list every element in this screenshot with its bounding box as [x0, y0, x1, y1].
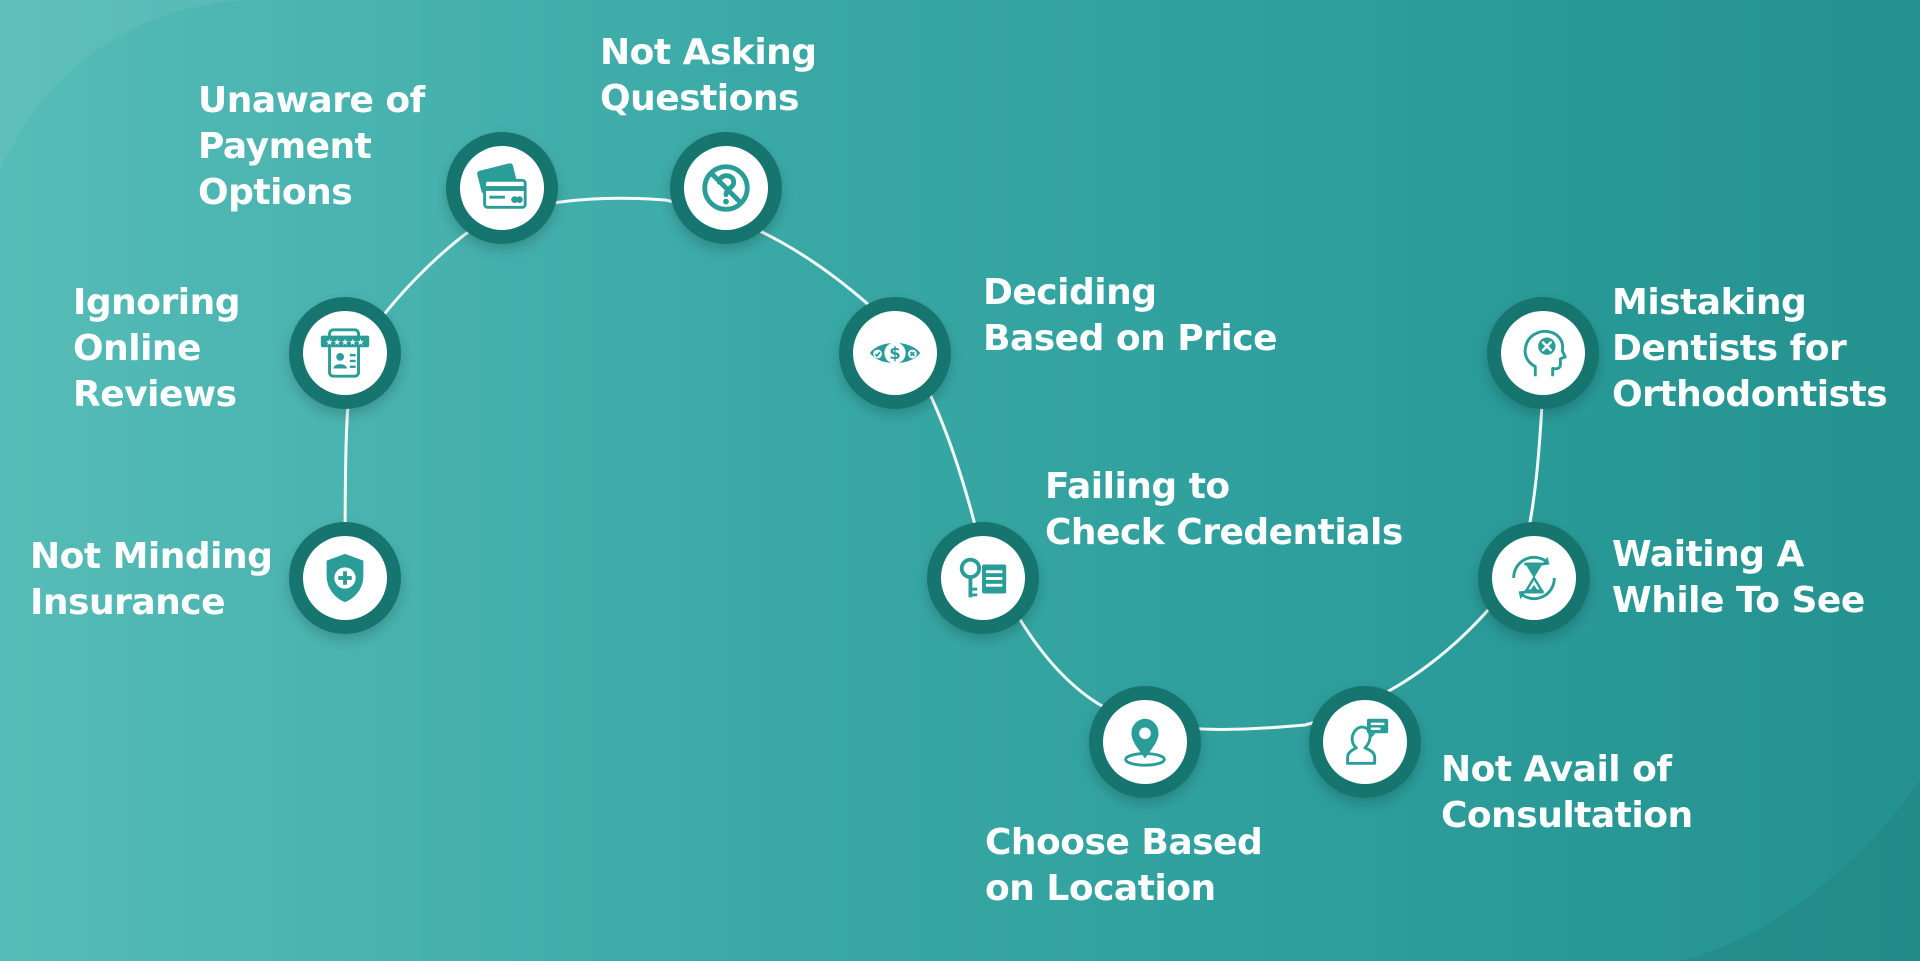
svg-text:★★★★★: ★★★★★	[326, 338, 365, 348]
label-price: Deciding Based on Price	[983, 272, 1278, 359]
node-price: $	[839, 297, 951, 409]
node-mistaking	[1487, 297, 1599, 409]
shield-plus-icon	[326, 553, 364, 603]
label-insurance: Not Minding Insurance	[30, 536, 273, 623]
label-payment: Unaware of Payment Options	[198, 80, 425, 213]
node-waiting	[1478, 522, 1590, 634]
key-document-icon	[959, 557, 1007, 598]
head-x-icon	[1523, 329, 1567, 377]
node-credentials	[927, 522, 1039, 634]
label-location: Choose Based on Location	[985, 822, 1263, 909]
label-mistaking: Mistaking Dentists for Orthodontists	[1612, 282, 1888, 415]
node-consultation	[1309, 686, 1421, 798]
node-questions	[670, 132, 782, 244]
node-location	[1089, 686, 1201, 798]
label-consultation: Not Avail of Consultation	[1441, 749, 1693, 836]
node-insurance	[289, 522, 401, 634]
no-question-icon	[702, 164, 750, 212]
node-payment	[446, 132, 558, 244]
label-questions: Not Asking Questions	[600, 32, 817, 119]
label-reviews: Ignoring Online Reviews	[73, 282, 241, 415]
label-waiting: Waiting A While To See	[1612, 534, 1865, 621]
consultation-icon	[1346, 718, 1389, 765]
dollar-eye-icon: $	[869, 342, 921, 364]
hourglass-icon	[1512, 555, 1556, 601]
location-pin-icon	[1124, 718, 1166, 767]
credit-card-icon	[477, 163, 527, 209]
node-reviews: ★★★★★	[289, 297, 401, 409]
label-credentials: Failing to Check Credentials	[1045, 466, 1403, 553]
svg-text:$: $	[889, 344, 900, 363]
phone-review-icon: ★★★★★	[320, 328, 370, 378]
